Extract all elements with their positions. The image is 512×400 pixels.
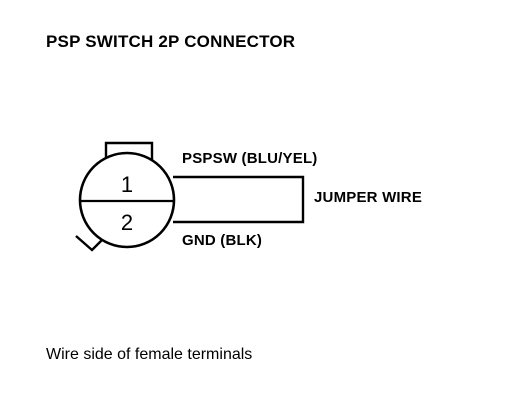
connector-key: [75, 235, 105, 252]
wire-2-label: GND (BLK): [182, 232, 263, 249]
terminal-1-number: 1: [121, 172, 133, 197]
wire-1-label: PSPSW (BLU/YEL): [182, 150, 318, 167]
jumper-wire: [173, 175, 305, 224]
diagram-caption: Wire side of female terminals: [46, 346, 253, 363]
diagram-title: PSP SWITCH 2P CONNECTOR: [46, 32, 296, 51]
jumper-wire-label: JUMPER WIRE: [314, 189, 423, 206]
terminal-2-number: 2: [121, 210, 133, 235]
